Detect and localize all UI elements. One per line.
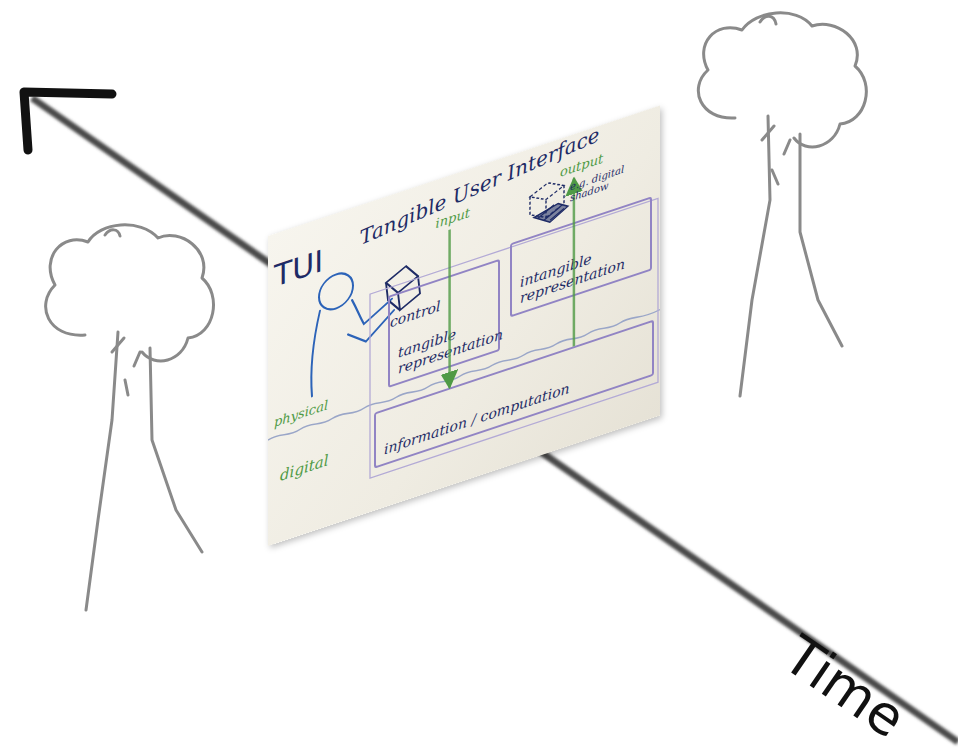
board-label: control [390,299,441,331]
axis-label: Time [773,625,916,749]
representation-box: intangible representation [510,196,652,317]
flow-arrow [573,178,576,346]
board-label: TUI [274,244,323,293]
person-figure [311,255,394,396]
whiteboard-photo: tangible representationintangible repres… [268,106,660,546]
board-label: physical [274,398,328,430]
shadow-cube [530,176,568,229]
left-tree [46,225,214,610]
axis-arrowhead [24,92,112,150]
board-label: digital [280,452,329,485]
outer-frame [370,198,658,478]
right-tree [698,13,866,396]
box-text: information / computation [384,354,646,457]
flow-arrow [448,230,451,388]
box-text: intangible representation [520,233,644,306]
